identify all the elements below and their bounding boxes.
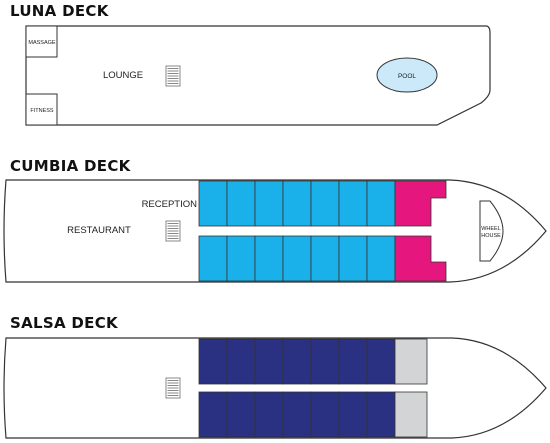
stairs-icon (165, 377, 181, 399)
salsa-deck (3, 337, 547, 439)
luna-deck: MASSAGE FITNESS LOUNGE POOL (25, 25, 491, 126)
cumbia-cabin[interactable] (282, 180, 312, 227)
luna-deck-title: LUNA DECK (10, 2, 109, 20)
luna-deck-hull (25, 25, 491, 126)
cumbia-cabin[interactable] (198, 235, 228, 282)
salsa-cabin[interactable] (366, 391, 396, 438)
salsa-cabin[interactable] (226, 338, 256, 385)
cumbia-deck: WHEEL HOUSE RECEPTION RESTAURANT (3, 179, 547, 283)
salsa-utility-room[interactable] (394, 391, 428, 438)
salsa-cabin[interactable] (254, 391, 284, 438)
cumbia-suite-lower[interactable] (394, 235, 447, 282)
salsa-cabin[interactable] (338, 391, 368, 438)
cumbia-deck-title: CUMBIA DECK (10, 157, 131, 175)
massage-label: MASSAGE (28, 40, 56, 46)
cumbia-cabin[interactable] (254, 235, 284, 282)
reception-label: RECEPTION (142, 199, 198, 210)
cumbia-cabin[interactable] (338, 235, 368, 282)
wheelhouse[interactable] (479, 200, 504, 262)
stairs-icon (165, 65, 181, 87)
cumbia-cabin[interactable] (366, 235, 396, 282)
salsa-cabin[interactable] (310, 338, 340, 385)
wheelhouse-label-line1: WHEEL (481, 226, 501, 232)
cumbia-cabin[interactable] (310, 180, 340, 227)
salsa-cabin[interactable] (254, 338, 284, 385)
restaurant-label: RESTAURANT (67, 225, 131, 236)
pool-label: POOL (398, 73, 416, 80)
pool-area[interactable] (376, 57, 438, 93)
cumbia-cabins (198, 180, 396, 282)
cumbia-cabin[interactable] (366, 180, 396, 227)
stairs-icon (165, 220, 181, 242)
cumbia-cabin[interactable] (254, 180, 284, 227)
cumbia-suite-upper[interactable] (394, 180, 447, 227)
lounge-label: LOUNGE (103, 70, 143, 81)
fitness-room[interactable] (25, 93, 58, 126)
salsa-deck-title: SALSA DECK (10, 314, 118, 332)
fitness-label: FITNESS (30, 108, 54, 114)
salsa-cabin[interactable] (310, 391, 340, 438)
salsa-cabin[interactable] (338, 338, 368, 385)
salsa-cabin[interactable] (366, 338, 396, 385)
cumbia-cabin[interactable] (226, 180, 256, 227)
cumbia-cabin[interactable] (310, 235, 340, 282)
salsa-cabin[interactable] (198, 338, 228, 385)
wheelhouse-label-line2: HOUSE (481, 233, 501, 239)
salsa-cabins (198, 338, 428, 438)
salsa-cabin[interactable] (198, 391, 228, 438)
cumbia-cabin[interactable] (338, 180, 368, 227)
cumbia-cabin[interactable] (282, 235, 312, 282)
massage-room[interactable] (25, 25, 58, 58)
salsa-cabin[interactable] (226, 391, 256, 438)
cumbia-cabin[interactable] (226, 235, 256, 282)
salsa-cabin[interactable] (282, 391, 312, 438)
salsa-utility-room[interactable] (394, 338, 428, 385)
cumbia-cabin[interactable] (198, 180, 228, 227)
salsa-cabin[interactable] (282, 338, 312, 385)
